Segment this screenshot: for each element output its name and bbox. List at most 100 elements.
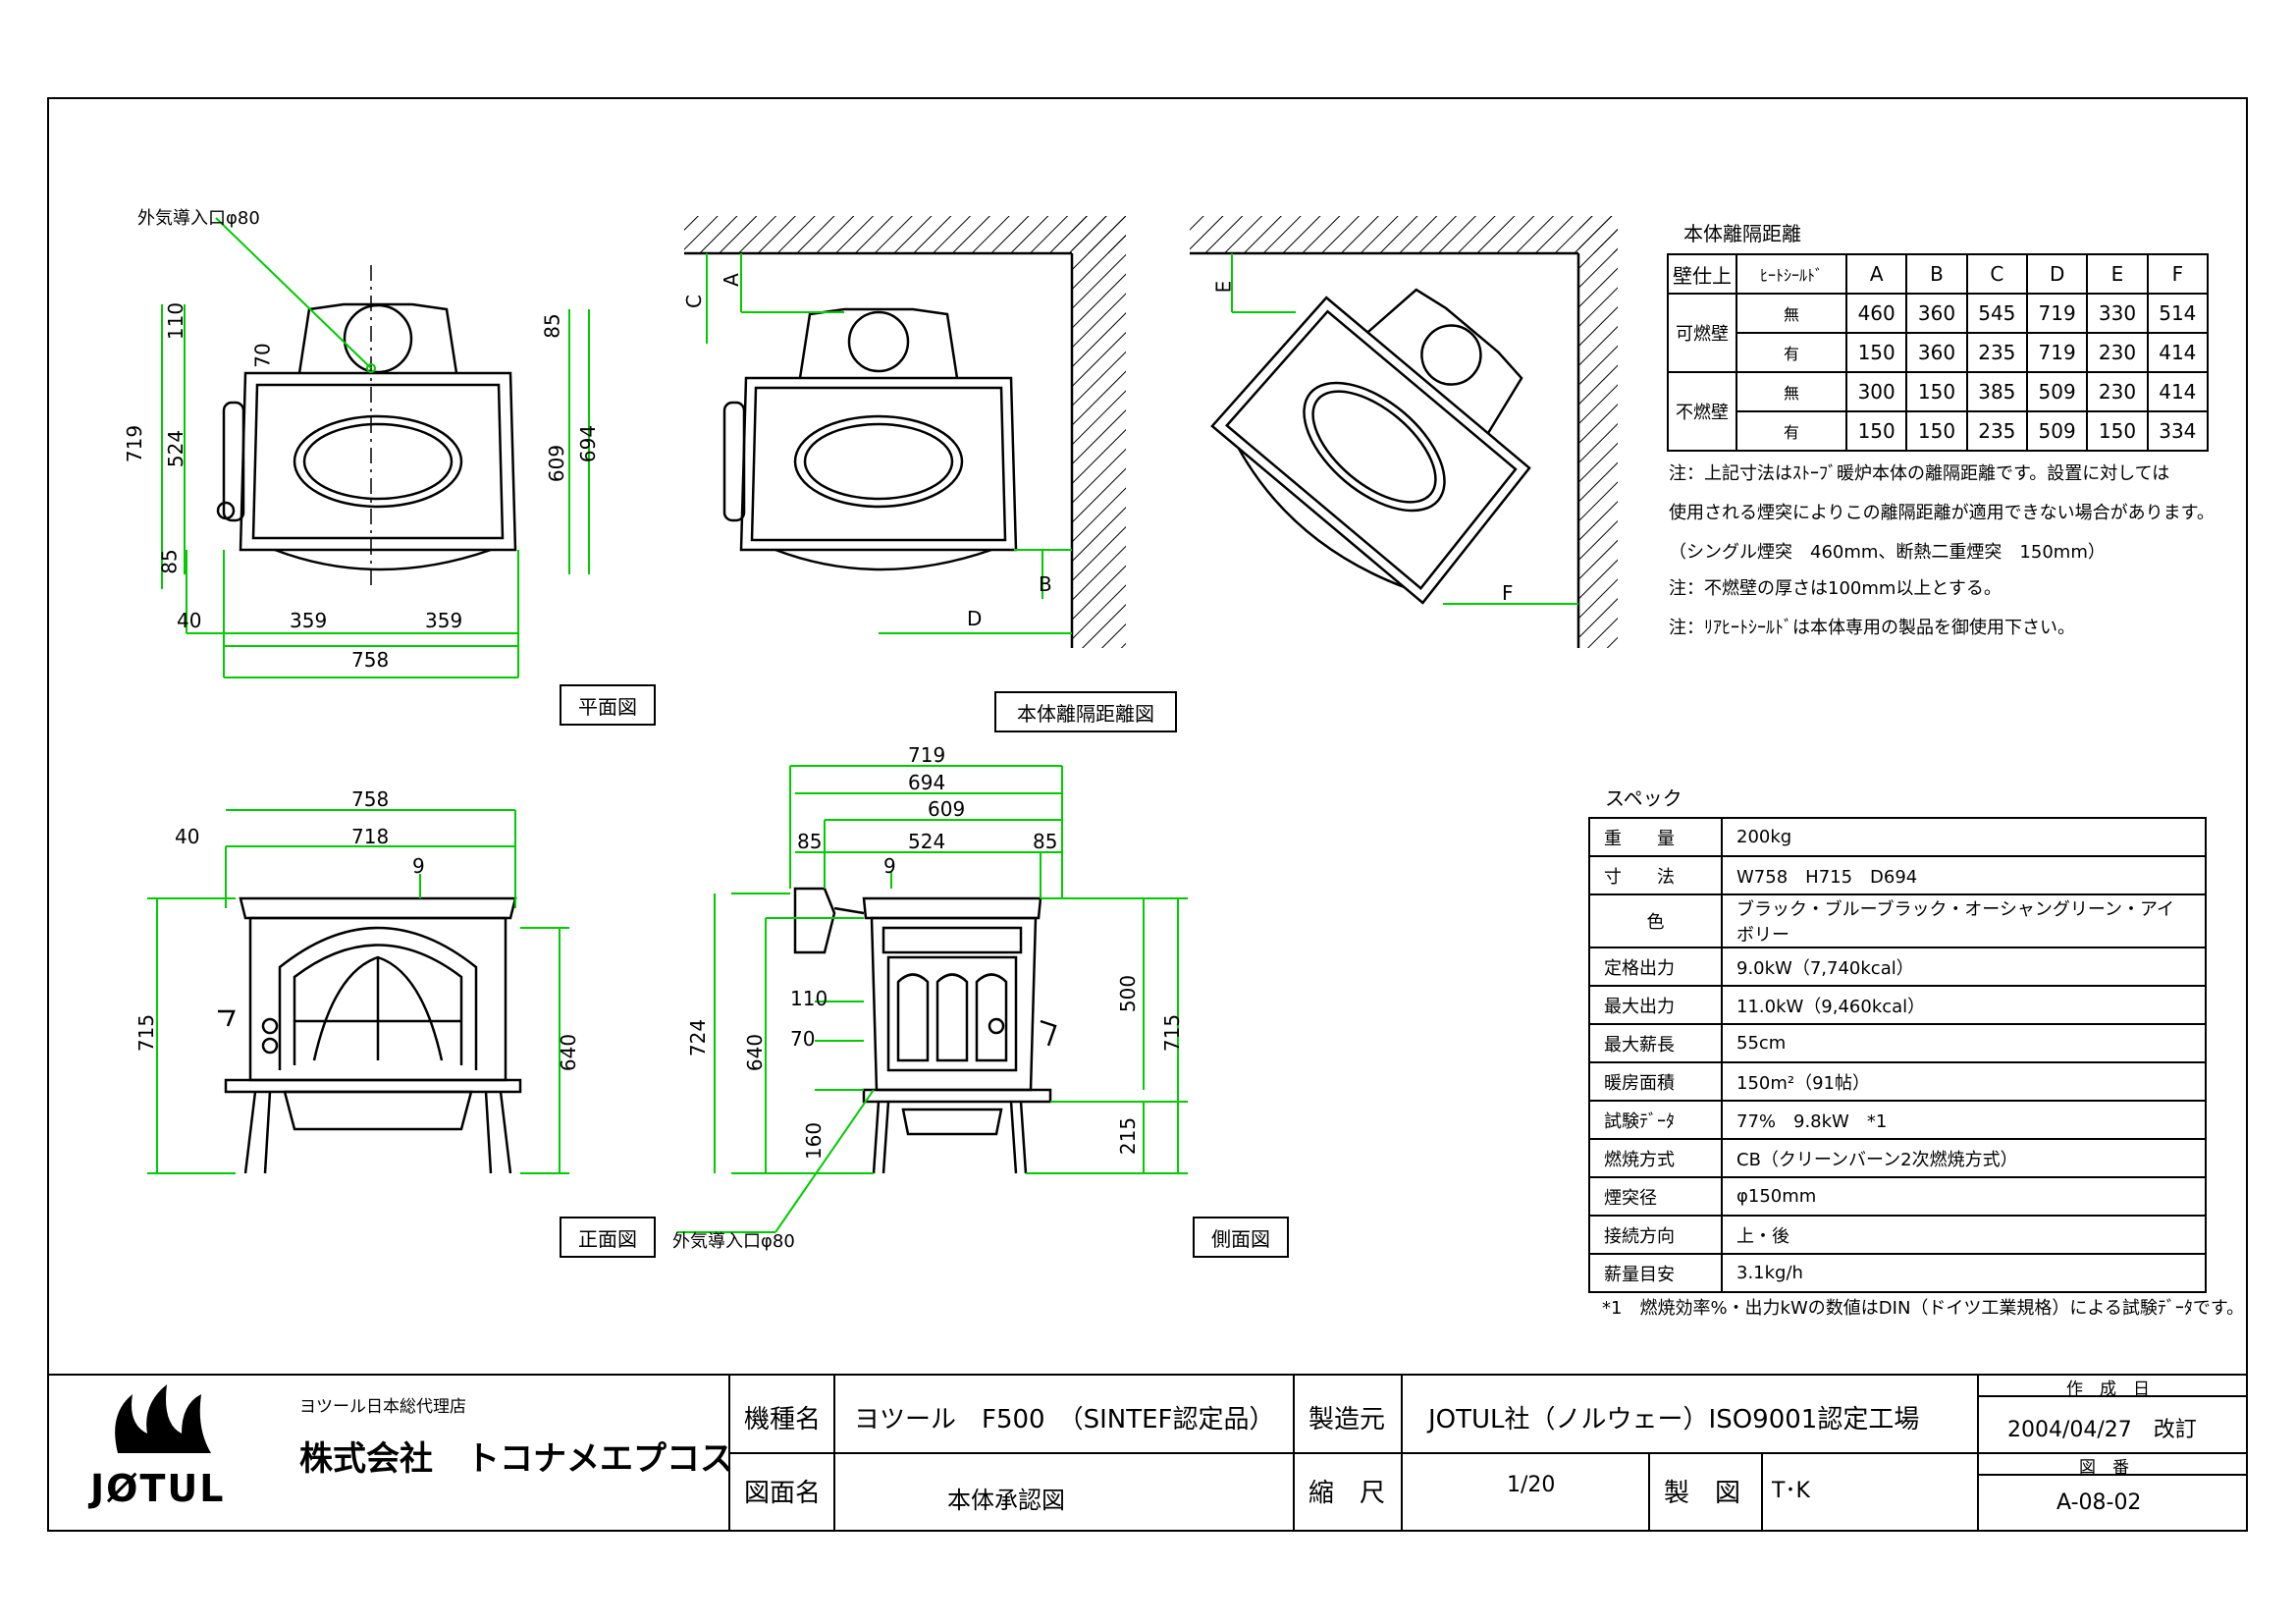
spec-value: ブラック・ブルーブラック・オーシャングリーン・アイボリー: [1721, 893, 2207, 948]
spec-key: 寸 法: [1588, 855, 1723, 895]
plan-dim-85b: 85: [157, 549, 182, 574]
air-inlet-side-annotation: 外気導入口φ80: [672, 1231, 795, 1252]
value-cell: 509: [2025, 410, 2089, 452]
corner-view-stove: [1210, 288, 1531, 605]
front-view-dimensions: [147, 809, 569, 1174]
note-line: 使用される煙突によりこの離隔距離が適用できない場合があります。: [1669, 503, 2215, 523]
value-cell: 150: [2086, 410, 2149, 452]
side-dim-500: 500: [1116, 974, 1141, 1013]
scale-label: 縮 尺: [1308, 1479, 1386, 1508]
side-view-dimensions: [677, 765, 1188, 1233]
note-line: 注：不燃壁の厚さは100mm以上とする。: [1669, 578, 2002, 599]
jotul-logo-text: JØTUL: [90, 1467, 226, 1510]
spec-value: 上・後: [1721, 1215, 2207, 1255]
plan-dim-359a: 359: [290, 609, 328, 632]
side-dim-640: 640: [743, 1033, 768, 1072]
value-cell: 330: [2086, 293, 2149, 334]
note-line: （シングル煙突 460mm、断熱二重煙突 150mm）: [1669, 542, 2106, 563]
shield-cell: 有: [1735, 332, 1847, 373]
clearance-view-dimensions: [706, 253, 1072, 634]
wall-combustible: 可燃壁: [1667, 293, 1737, 373]
title-block-lines: [47, 1374, 2248, 1532]
side-dim-694: 694: [908, 771, 946, 794]
front-view-label: 正面図: [560, 1217, 656, 1258]
drafter-value: T･K: [1772, 1479, 1810, 1503]
table-row: 有 150 150 235 509 150 334: [1668, 410, 2210, 452]
drawing-value: 本体承認図: [947, 1487, 1065, 1514]
plan-dim-85: 85: [540, 313, 564, 339]
front-dim-40: 40: [175, 825, 200, 848]
drawing-label: 図面名: [744, 1479, 822, 1508]
clearance-label-f: F: [1502, 581, 1514, 605]
header-a: A: [1844, 253, 1908, 295]
clearance-label-a: A: [719, 273, 743, 287]
spec-value: 55cm: [1721, 1023, 2207, 1063]
value-cell: 414: [2146, 332, 2210, 373]
shield-cell: 無: [1735, 371, 1847, 412]
plan-dim-110: 110: [164, 301, 188, 341]
header-shield: ﾋｰﾄｼｰﾙﾄﾞ: [1735, 253, 1847, 295]
header-f: F: [2146, 253, 2210, 295]
drawing-frame: [47, 97, 2248, 1532]
value-cell: 230: [2086, 371, 2149, 412]
front-dim-718: 718: [351, 825, 390, 848]
spec-key: 試験ﾃﾞｰﾀ: [1588, 1100, 1723, 1140]
spec-footnote: *1 燃焼効率%・出力kWの数値はDIN（ドイツ工業規格）による試験ﾃﾞｰﾀです…: [1602, 1298, 2245, 1319]
spec-key: 薪量目安: [1588, 1253, 1723, 1293]
spec-value: 150m²（91帖）: [1721, 1061, 2207, 1102]
distributor-note: ヨツール日本総代理店: [299, 1397, 466, 1417]
clearance-table-title: 本体離隔距離: [1683, 222, 1801, 245]
front-dim-9: 9: [412, 854, 425, 878]
maker-value: JOTUL社（ノルウェー）ISO9001認定工場: [1428, 1405, 1920, 1435]
table-row: 有 150 360 235 719 230 414: [1668, 332, 2210, 373]
side-dim-160: 160: [802, 1121, 827, 1161]
side-dim-70: 70: [790, 1027, 816, 1051]
spec-value: CB（クリーンバーン2次燃焼方式）: [1721, 1138, 2207, 1178]
shield-cell: 有: [1735, 410, 1847, 452]
plan-dim-758: 758: [351, 648, 390, 672]
scale-value: 1/20: [1507, 1473, 1556, 1497]
number-label: 図 番: [2079, 1458, 2129, 1478]
side-dim-215: 215: [1116, 1116, 1141, 1156]
clearance-table: 壁仕上 ﾋｰﾄｼｰﾙﾄﾞ A B C D E F 可燃壁 無 460 360 5…: [1667, 253, 2210, 452]
plan-view-drawing: [216, 265, 517, 589]
plan-dim-694: 694: [576, 424, 601, 463]
side-dim-524: 524: [908, 830, 946, 853]
value-cell: 235: [1965, 332, 2028, 373]
corner-view-wall: [1190, 216, 1618, 648]
value-cell: 414: [2146, 371, 2210, 412]
side-view-label: 側面図: [1193, 1217, 1289, 1258]
front-dim-758: 758: [351, 787, 390, 811]
value-cell: 150: [1905, 371, 1968, 412]
side-dim-724: 724: [686, 1018, 711, 1057]
value-cell: 514: [2146, 293, 2210, 334]
front-dim-640: 640: [557, 1033, 581, 1072]
value-cell: 334: [2146, 410, 2210, 452]
plan-view-dimensions: [161, 217, 590, 678]
table-row: 可燃壁 無 460 360 545 719 330 514: [1667, 293, 2210, 373]
clearance-table-header: 壁仕上 ﾋｰﾄｼｰﾙﾄﾞ A B C D E F: [1667, 253, 2210, 295]
value-cell: 150: [1844, 410, 1908, 452]
side-dim-609: 609: [928, 797, 966, 821]
plan-dim-359b: 359: [425, 609, 463, 632]
spec-key: 最大薪長: [1588, 1023, 1723, 1063]
spec-value: 77% 9.8kW *1: [1721, 1100, 2207, 1140]
header-c: C: [1965, 253, 2028, 295]
spec-value: φ150mm: [1721, 1176, 2207, 1217]
jotul-logo-flames: [115, 1384, 211, 1453]
plan-dim-524: 524: [164, 429, 188, 468]
note-line: 注：上記寸法はｽﾄｰﾌﾞ暖炉本体の離隔距離です。設置に対しては: [1669, 463, 2170, 484]
number-value: A-08-02: [2056, 1490, 2142, 1515]
spec-value: W758 H715 D694: [1721, 855, 2207, 895]
header-b: B: [1905, 253, 1968, 295]
value-cell: 719: [2025, 293, 2089, 334]
side-dim-715: 715: [1160, 1013, 1185, 1053]
clearance-label-e: E: [1211, 280, 1236, 294]
model-label: 機種名: [744, 1405, 822, 1435]
maker-label: 製造元: [1308, 1405, 1386, 1435]
